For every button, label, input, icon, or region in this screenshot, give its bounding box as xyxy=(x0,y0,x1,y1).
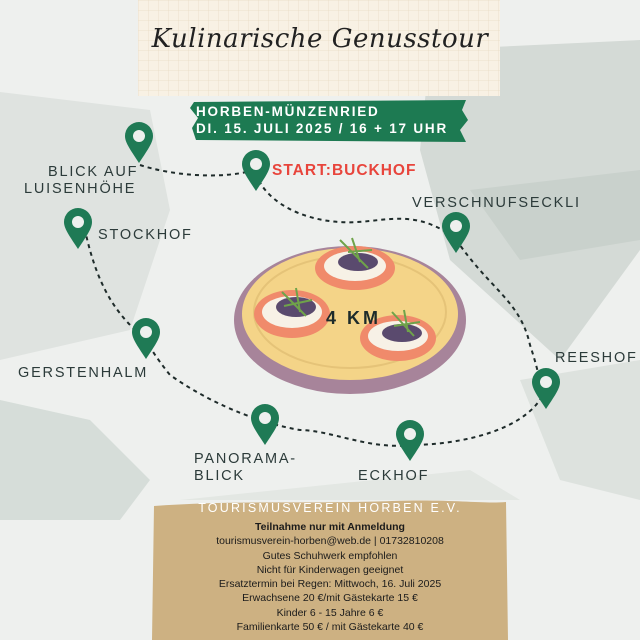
map-pin-icon xyxy=(532,368,560,409)
price-children: Kinder 6 - 15 Jahre 6 € xyxy=(276,606,384,619)
banner-date-time: DI. 15. JULI 2025 / 16 + 17 UHR xyxy=(196,121,449,136)
banner-location: HORBEN-MÜNZENRIED xyxy=(196,104,380,119)
stop-label-line: BLICK AUF xyxy=(48,164,139,180)
rain-date-note: Ersatztermin bei Regen: Mittwoch, 16. Ju… xyxy=(218,578,442,591)
title-card xyxy=(138,0,500,96)
stop-label-line: LUISENHÖHE xyxy=(24,181,137,197)
stop-label-verschnufseckli: VERSCHNUFSECKLI xyxy=(412,195,581,211)
map-pin-icon xyxy=(442,212,470,253)
shoes-note: Gutes Schuhwerk empfohlen xyxy=(262,549,398,562)
stop-label-eckhof: ECKHOF xyxy=(358,468,430,484)
map-pin-icon xyxy=(251,404,279,445)
stop-label-reeshof: REESHOF xyxy=(555,350,638,366)
stop-label-line: PANORAMA- xyxy=(194,451,297,467)
food-plate-illustration xyxy=(234,237,466,394)
stop-label-line: BLICK xyxy=(194,468,245,484)
stop-label-gerstenhalm: GERSTENHALM xyxy=(18,365,149,381)
event-info: Teilnahme nur mit Anmeldung tourismusver… xyxy=(152,520,508,634)
price-family: Familienkarte 50 € / mit Gästekarte 40 € xyxy=(236,621,424,634)
organizer-name: TOURISMUSVEREIN HORBEN E.V. xyxy=(198,501,462,515)
info-card-background xyxy=(152,500,508,640)
map-pin-icon xyxy=(242,150,270,191)
map-pin-icon xyxy=(64,208,92,249)
page-title: Kulinarische Genusstour xyxy=(151,24,489,54)
map-pin-icon xyxy=(132,318,160,359)
date-banner-background xyxy=(190,100,468,142)
date-banner: HORBEN-MÜNZENRIED DI. 15. JULI 2025 / 16… xyxy=(196,103,466,137)
stop-label-panorama-blick: PANORAMA- BLICK xyxy=(194,451,297,485)
stop-label-blick-auf-luisenhoehe: BLICK AUF LUISENHÖHE xyxy=(24,164,139,198)
map-pin-icon xyxy=(125,122,153,163)
stop-label-stockhof: STOCKHOF xyxy=(98,227,193,243)
stroller-note: Nicht für Kinderwagen geeignet xyxy=(256,563,404,576)
route-distance: 4 KM xyxy=(326,308,382,328)
contact-info: tourismusverein-horben@web.de | 01732810… xyxy=(216,535,444,548)
map-pin-icon xyxy=(396,420,424,461)
registration-note: Teilnahme nur mit Anmeldung xyxy=(255,521,405,533)
start-label: START:BUCKHOF xyxy=(272,162,417,179)
price-adults: Erwachsene 20 €/mit Gästekarte 15 € xyxy=(242,592,418,605)
